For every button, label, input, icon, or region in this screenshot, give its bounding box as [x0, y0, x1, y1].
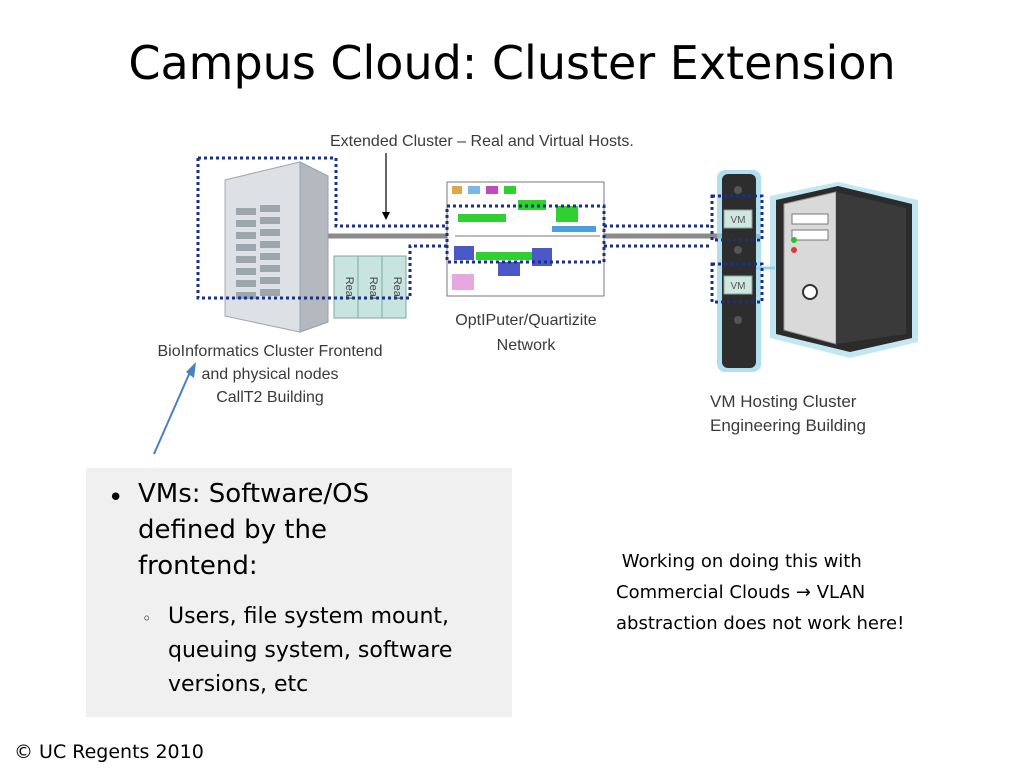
node-label-2: Real — [367, 277, 379, 300]
right-caption-line-2: Engineering Building — [710, 416, 866, 435]
bullet-sub-text: Users, file system mount, queuing system… — [168, 604, 453, 697]
down-arrow-icon — [382, 153, 390, 220]
bullet-main-text: VMs: Software/OS defined by the frontend… — [138, 479, 370, 581]
right-caption-line-1: VM Hosting Cluster — [710, 392, 857, 411]
server-rack-icon — [224, 161, 329, 333]
network-diagram-thumbnail — [446, 181, 605, 297]
cluster-diagram: Extended Cluster – Real and Virtual Host… — [153, 133, 918, 455]
left-caption-line-3: CallT2 Building — [216, 389, 324, 406]
extended-cluster-outline — [196, 156, 764, 304]
note-line-1: Working on doing this with — [616, 551, 862, 572]
right-arrow-icon: → — [795, 582, 811, 603]
bullet-dot-icon: • — [108, 483, 124, 513]
note-line-2-start: Commercial Clouds — [616, 582, 796, 603]
node-label-1: Real — [343, 277, 355, 300]
left-caption-line-2: and physical nodes — [201, 366, 339, 383]
center-caption: OptIPuter/Quartizite Network — [426, 308, 626, 358]
physical-nodes — [333, 255, 407, 319]
bullet-box: • VMs: Software/OS defined by the fronte… — [86, 468, 512, 717]
tower-computer-icon — [770, 182, 918, 358]
note-line-3: abstraction does not work here! — [616, 613, 905, 634]
right-caption: VM Hosting Cluster Engineering Building — [710, 390, 930, 438]
pointer-arrow-icon — [153, 362, 196, 455]
note-line-2: Commercial Clouds → VLAN — [616, 577, 976, 608]
commercial-clouds-note: Working on doing this with Commercial Cl… — [616, 546, 976, 639]
slide-title: Campus Cloud: Cluster Extension — [128, 36, 896, 90]
top-label: Extended Cluster – Real and Virtual Host… — [330, 133, 634, 150]
node-label-3: Real — [391, 277, 403, 300]
copyright: © UC Regents 2010 — [14, 741, 204, 763]
sub-bullet-ring-icon: ◦ — [142, 609, 152, 628]
vm-label-1: VM — [731, 215, 746, 226]
note-line-2-end: VLAN — [811, 582, 866, 603]
left-caption-line-1: BioInformatics Cluster Frontend — [157, 343, 383, 360]
vm-label-2: VM — [731, 281, 746, 292]
vm-host-units — [717, 170, 761, 372]
center-caption-line-2: Network — [496, 337, 556, 354]
center-caption-line-1: OptIPuter/Quartizite — [455, 312, 597, 329]
left-caption: BioInformatics Cluster Frontend and phys… — [120, 340, 420, 409]
